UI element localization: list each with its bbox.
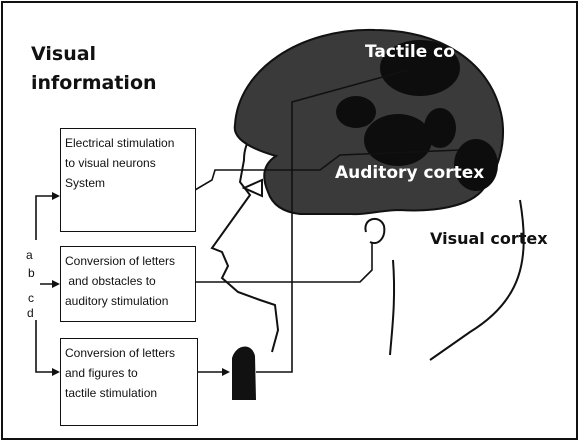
box1-line3: System [65, 176, 106, 190]
finger [232, 346, 256, 400]
arrow-b [52, 280, 60, 288]
bracket-d [35, 320, 58, 373]
box2-line1: Conversion of letters [65, 254, 176, 268]
bracket-a [35, 195, 58, 240]
eye [241, 178, 263, 198]
letter-a: a [26, 248, 33, 262]
box-electrical-stimulation: Electrical stimulation to visual neurons… [60, 128, 196, 232]
letter-b: b [28, 266, 35, 280]
title-information: information [31, 72, 157, 94]
line-visual-path [194, 149, 461, 191]
neck-outline [389, 259, 396, 356]
letter-d: d [27, 306, 34, 320]
box3-line2: and figures to [65, 366, 138, 380]
tactile-cortex-label: Tactile co [365, 42, 455, 62]
box3-line3: tactile stimulation [65, 386, 158, 400]
line-tactile-path [256, 69, 409, 373]
box3-line1: Conversion of letters [65, 346, 176, 360]
box2-line2: and obstacles to [65, 274, 156, 288]
visual-cortex-label: Visual cortex [430, 229, 548, 248]
box2-line3: auditory stimulation [65, 294, 169, 308]
arrow-a [52, 192, 60, 200]
auditory-region [364, 114, 432, 166]
box1-line1: Electrical stimulation [65, 136, 175, 150]
auditory-cortex-label: Auditory cortex [335, 163, 485, 183]
title-visual: Visual [31, 43, 97, 65]
arrow-d [52, 368, 60, 376]
box1-line2: to visual neurons [65, 156, 156, 170]
back-of-head-outline [429, 199, 525, 361]
box-tactile-conversion: Conversion of letters and figures to tac… [60, 338, 198, 426]
arrow-finger [222, 368, 230, 376]
letter-c: c [28, 291, 34, 305]
occipital-region [454, 139, 498, 191]
box-auditory-conversion: Conversion of letters and obstacles to a… [60, 246, 196, 322]
ear [364, 217, 386, 244]
tactile-region [380, 40, 460, 96]
frontal-region [336, 96, 376, 128]
line-auditory-path [196, 242, 373, 283]
parietal-region [424, 108, 456, 148]
